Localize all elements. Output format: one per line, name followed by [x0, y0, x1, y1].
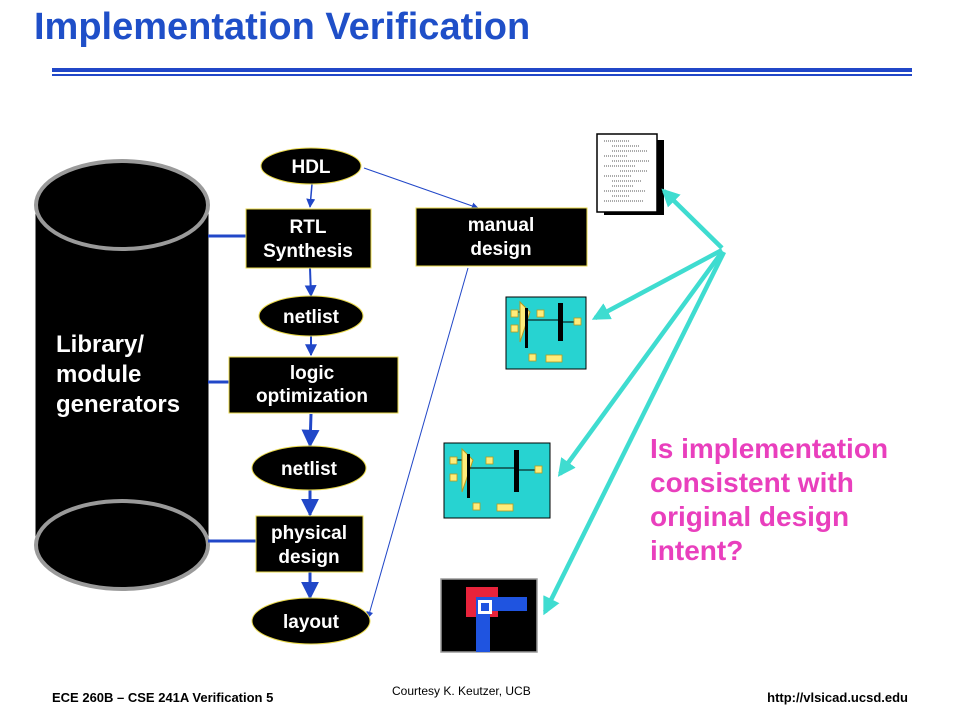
rtl-label-line2: Synthesis [263, 241, 353, 262]
footer-credit: Courtesy K. Keutzer, UCB [392, 684, 531, 698]
rtl-synthesis-box: RTL Synthesis [245, 208, 372, 269]
layout-icon [440, 578, 538, 653]
netlist-node-1: netlist [258, 295, 364, 337]
schematic-icon-2 [443, 442, 551, 519]
footer-course: ECE 260B – CSE 241A Verification 5 [52, 690, 274, 705]
logic-label-line1: logic [290, 363, 335, 384]
logic-label-line2: optimization [256, 386, 368, 407]
hdl-document-icon [596, 133, 664, 215]
manual-label-line2: design [470, 239, 531, 260]
physical-design-box: physical design [255, 515, 364, 573]
physical-label-line2: design [278, 547, 339, 568]
manual-design-box: manual design [415, 207, 588, 267]
schematic-icon-1 [505, 296, 587, 370]
library-connectors [208, 234, 256, 543]
netlist-label-2: netlist [281, 459, 338, 480]
netlist-label-1: netlist [283, 307, 340, 328]
library-cylinder: Library/ module generators [34, 159, 210, 591]
library-label-line2: module [56, 361, 141, 388]
physical-label-line1: physical [271, 523, 347, 544]
footer-url: http://vlsicad.ucsd.edu [767, 690, 908, 705]
netlist-node-2: netlist [251, 445, 367, 491]
verification-diagram: Library/ module generators HDL RTL Synth… [34, 133, 727, 653]
library-label-line3: generators [56, 391, 180, 418]
hdl-node: HDL [260, 147, 362, 185]
title-underline-thick [52, 68, 912, 72]
slide-title: Implementation Verification [34, 6, 531, 48]
library-label-line1: Library/ [56, 331, 144, 358]
verification-question: Is implementation consistent with origin… [650, 433, 889, 566]
manual-label-line1: manual [468, 215, 535, 236]
logic-optimization-box: logic optimization [228, 356, 399, 414]
rtl-label-line1: RTL [290, 217, 327, 238]
layout-label: layout [283, 612, 340, 633]
layout-node: layout [251, 597, 371, 645]
flow-arrows [301, 167, 479, 619]
hdl-label: HDL [291, 157, 330, 178]
title-underline-thin [52, 74, 912, 76]
verification-arrows [542, 188, 727, 616]
